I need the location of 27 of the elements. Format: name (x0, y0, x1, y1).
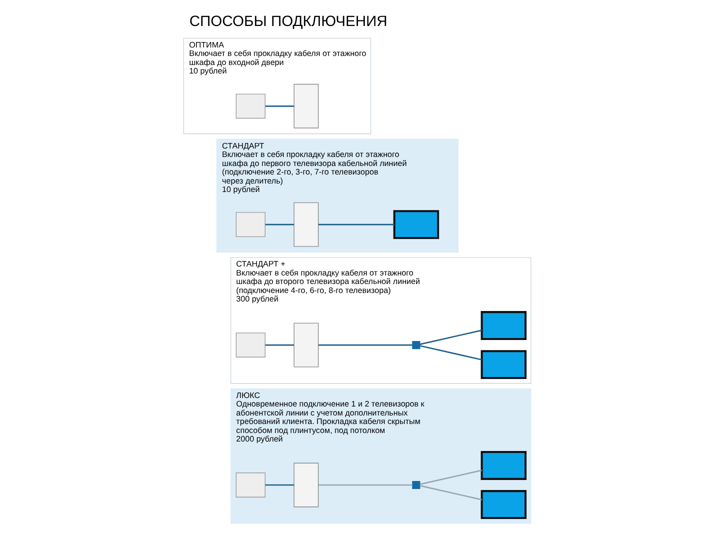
connector (318, 484, 412, 486)
node-door (294, 462, 319, 508)
connector (420, 345, 482, 360)
node-monitor (393, 210, 440, 240)
node-box (412, 480, 420, 490)
connector (420, 330, 482, 345)
connector (265, 224, 294, 226)
connector (420, 470, 482, 485)
node-door (294, 322, 319, 368)
node-box (236, 332, 266, 358)
node-door (294, 202, 319, 247)
node-box (236, 94, 266, 119)
connector (265, 344, 294, 346)
node-monitor (480, 490, 527, 519)
node-monitor (480, 350, 527, 380)
connector (420, 485, 482, 500)
connector (318, 344, 412, 346)
node-monitor (480, 311, 527, 340)
node-box (412, 341, 420, 350)
connector (265, 105, 294, 107)
connector (318, 224, 394, 226)
node-door (294, 84, 319, 128)
node-box (236, 472, 266, 498)
node-monitor (480, 451, 527, 480)
diagram-title: СПОСОБЫ ПОДКЛЮЧЕНИЯ (189, 14, 388, 30)
node-box (236, 212, 266, 238)
connector (265, 484, 294, 486)
